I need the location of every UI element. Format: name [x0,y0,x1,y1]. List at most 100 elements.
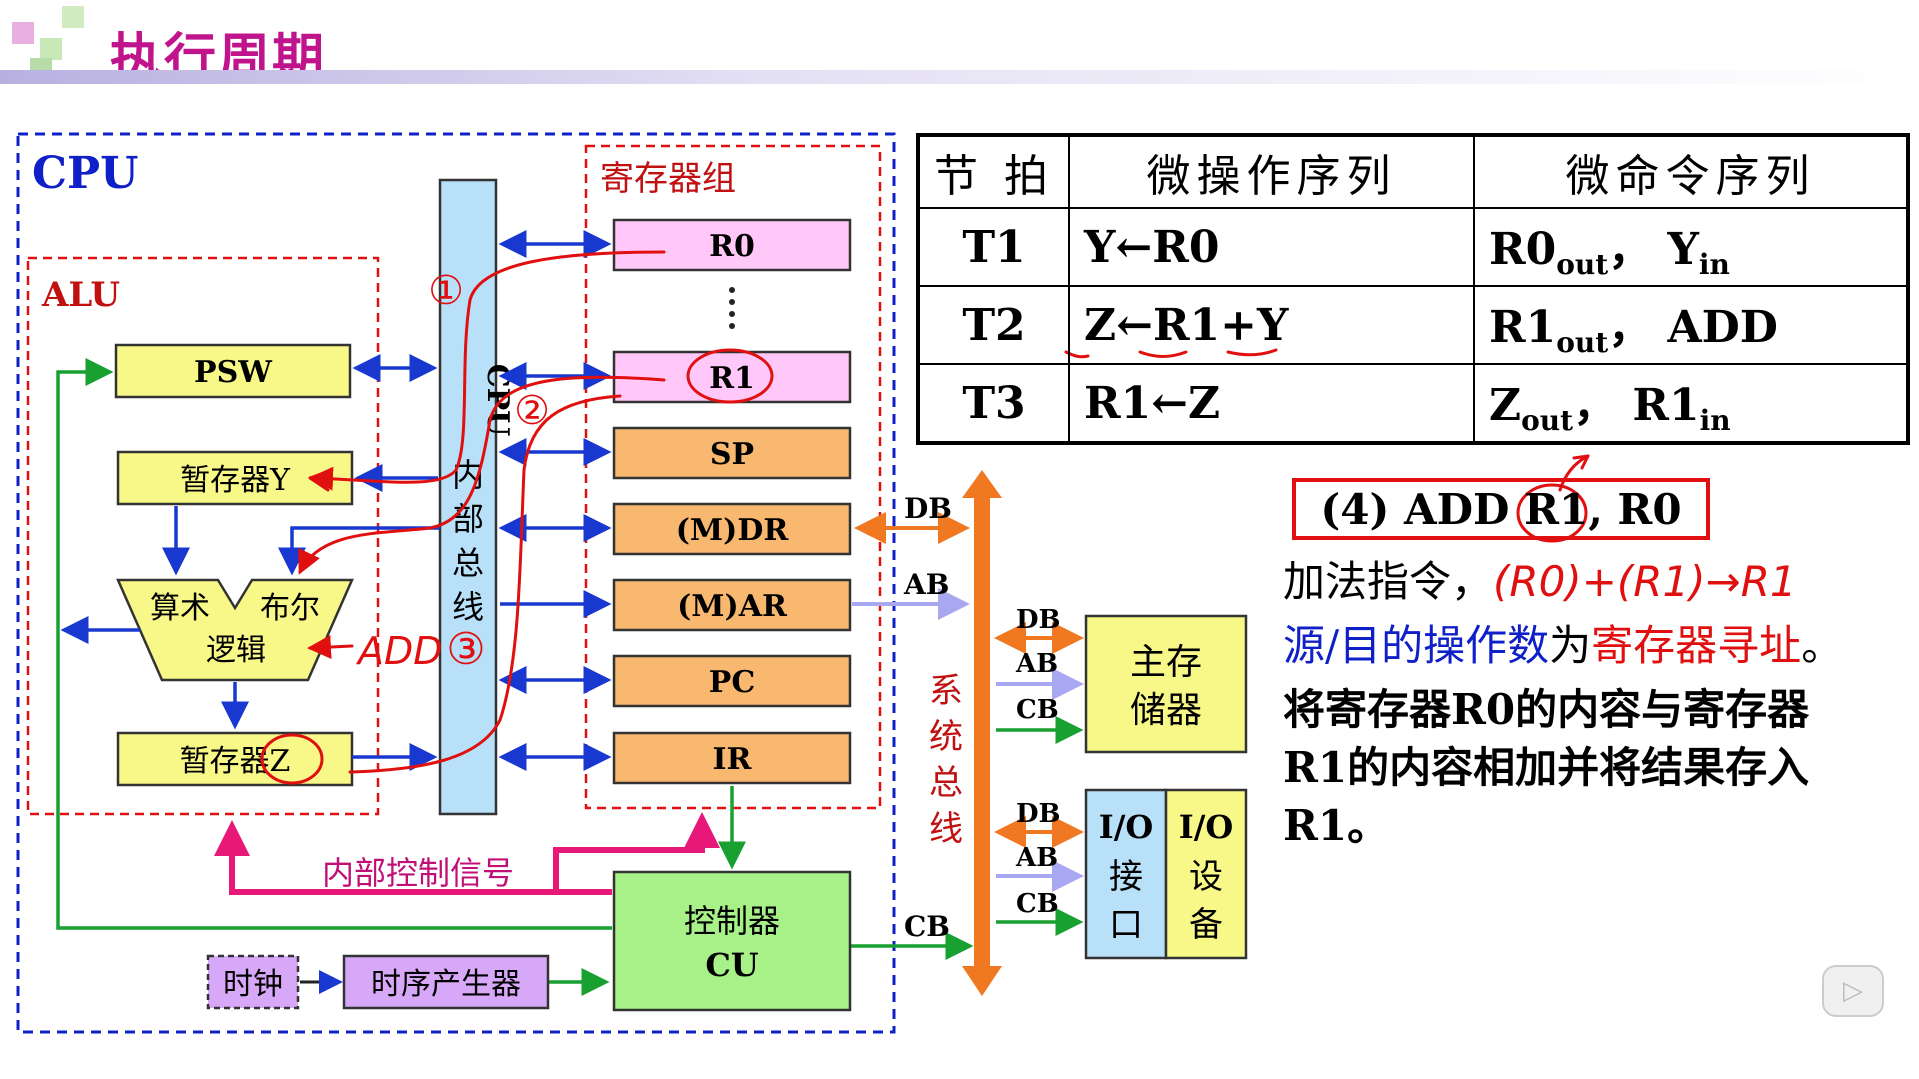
alu-logic-label: 逻辑 [206,633,266,668]
cmd-part: R1 [1632,380,1700,431]
annotation-add-arrow [307,635,354,659]
cmd-sub: in [1699,404,1731,437]
table-row: T1 Y←R0 R0out， Yin [917,207,1909,287]
register-label: SP [710,437,754,472]
register-label: PC [709,665,755,700]
timing-box [342,954,550,1010]
sysbus-char: 系 [929,671,963,711]
main-memory-box [1084,614,1248,754]
cell-micro-cmd: Zout， R1in [1473,363,1909,444]
internal-ctrl-line [214,820,612,895]
register-MDR: (M)DR [612,502,852,556]
temp-z-label: 暂存器Z [180,744,291,779]
cell-micro-op: Y←R0 [1068,207,1475,287]
annotation-add: ADD [355,629,443,673]
io-ab-label: AB [1015,843,1058,873]
sysbus-char: 总 [929,763,963,803]
desc-handwritten-formula: (R0)+(R1)→R1 [1493,557,1797,606]
cell-micro-op: Z←R1+Y [1068,285,1475,365]
micro-operation-table: 节 拍 微操作序列 微命令序列 T1 Y←R0 R0out， Yin T2 Z←… [916,133,1910,445]
system-bus-bottom-arrow [962,966,1002,996]
cpu-boundary [16,132,896,1034]
desc-line-4: R1的内容相加并将结果存入 [1283,743,1810,792]
desc-text: 为 [1549,621,1592,670]
io-if-label: 口 [1109,905,1143,945]
cmd-sep: ， [1608,224,1653,275]
table-row: T3 R1←Z Zout， R1in [917,363,1909,444]
cell-beat: T3 [917,363,1070,444]
ab-label: AB [903,568,949,601]
alu-bool-label: 布尔 [260,591,320,626]
alu-label: ALU [41,275,120,315]
bus-char: 部 [452,500,484,538]
temp-y-label: 暂存器Y [180,463,291,498]
register-SP: SP [612,426,852,480]
register-label: IR [713,742,753,777]
register-ellipsis [729,287,735,329]
system-bus-top-arrow [962,470,1002,498]
cmd-sub: in [1698,248,1730,281]
header-micro-cmd: 微命令序列 [1473,134,1909,209]
register-MAR: (M)AR [612,578,852,632]
mem-label-1: 主存 [1130,642,1202,683]
annotation-step-1: ① [428,268,464,314]
annotation-path-3 [348,394,622,774]
cmd-part: R1 [1489,302,1557,353]
register-PC: PC [612,654,852,708]
cell-micro-cmd: R1out， ADD [1473,285,1909,365]
io-device-box [1164,788,1248,960]
io-dev-label: I/O [1179,808,1234,846]
register-label: R1 [709,361,755,396]
cmd-sep: ， [1573,380,1618,431]
cu-label-1: 控制器 [684,902,780,940]
psw-box [114,343,352,399]
header-bar [0,70,1919,84]
cell-micro-cmd: R0out， Yin [1473,207,1909,287]
clock-label: 时钟 [223,967,283,1002]
play-button[interactable]: ▷ [1822,965,1884,1017]
cmd-sep: ， [1608,302,1653,353]
annotation-circle-z [260,733,324,785]
cmd-part: Z [1489,380,1522,431]
register-R1: R1 [612,350,852,404]
play-icon: ▷ [1843,976,1863,1006]
cmd-sub: out [1556,326,1609,359]
cmd-part: Y [1667,224,1699,275]
cell-beat: T2 [917,285,1070,365]
clock-box [206,954,300,1010]
desc-text: 源/目的操作数 [1283,621,1550,670]
annotation-y-mark [308,468,334,492]
cu-to-psw-line [56,358,612,930]
header-beat: 节 拍 [917,134,1070,209]
io-dev-label: 设 [1189,857,1223,897]
desc-text: 寄存器寻址 [1591,621,1802,670]
internal-ctrl-label: 内部控制信号 [322,854,514,892]
cell-micro-op: R1←Z [1068,363,1475,444]
sysbus-char: 线 [929,809,963,849]
bus-char: 总 [452,544,484,582]
desc-text: 。 [1801,621,1844,670]
annotation-circle-r1-instr [1516,483,1588,543]
desc-text: 加法指令， [1283,557,1494,606]
internal-ctrl-line-up [553,812,720,892]
io-if-label: I/O [1099,808,1154,846]
annotation-path-2 [298,375,666,575]
register-R0: R0 [612,218,852,272]
desc-line-1: 加法指令，(R0)+(R1)→R1 [1283,548,1797,609]
header-deco-square [12,22,34,44]
sysbus-char: 统 [929,717,963,757]
io-if-label: 接 [1109,857,1143,897]
register-label: (M)DR [676,513,790,548]
cmd-part: ADD [1667,302,1778,353]
cmd-sub: out [1556,248,1609,281]
table-row: T2 Z←R1+Y R1out， ADD [917,285,1909,365]
register-label: R0 [709,229,755,264]
table-header-row: 节 拍 微操作序列 微命令序列 [917,134,1909,209]
db-label: DB [904,492,952,525]
alu-unit [116,578,354,682]
cpu-label: CPU [32,148,138,199]
register-group-label: 寄存器组 [600,159,736,199]
annotation-circle-r1 [686,348,774,404]
bus-to-alu-arrow [278,526,440,576]
desc-line-2: 源/目的操作数为寄存器寻址。 [1283,612,1843,673]
